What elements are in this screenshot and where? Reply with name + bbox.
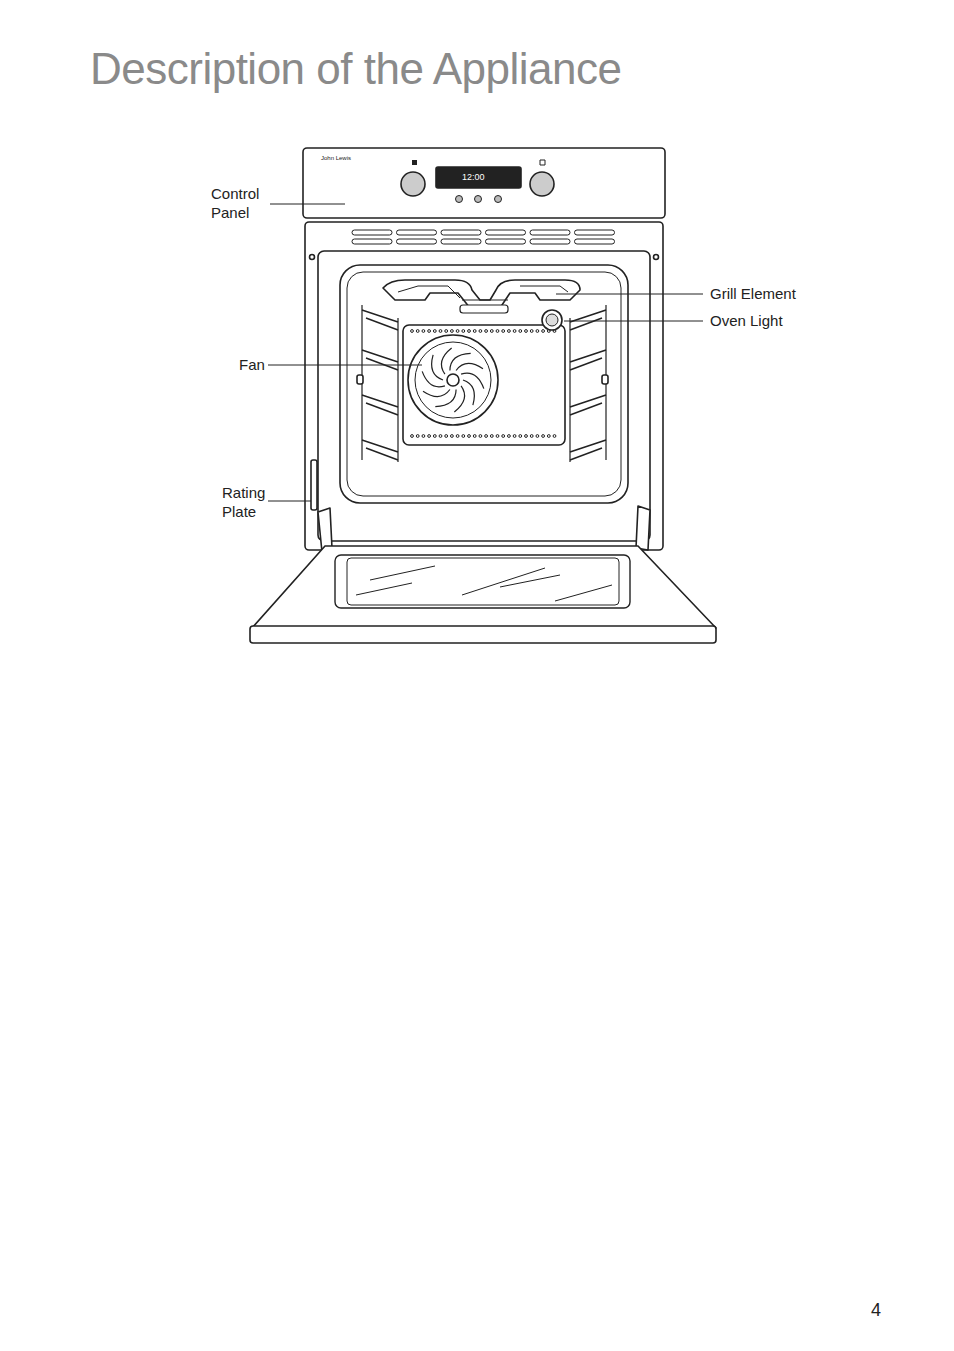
- knob: [530, 172, 554, 196]
- part-label: Oven Light: [710, 311, 783, 330]
- page-number: 4: [871, 1299, 881, 1321]
- leader-line: [268, 204, 703, 501]
- grill-element: [383, 280, 580, 308]
- oven-light: [542, 310, 562, 330]
- symbol: [540, 160, 545, 165]
- fan: [408, 335, 498, 425]
- rating-plate: [311, 460, 317, 510]
- oven-door: [252, 546, 716, 628]
- page-title: Description of the Appliance: [90, 43, 621, 95]
- symbol: [412, 160, 417, 165]
- part-label: Fan: [239, 355, 265, 374]
- part-label: Grill Element: [710, 284, 796, 303]
- oven-body: [305, 222, 663, 550]
- display-time: 12:00: [462, 172, 485, 183]
- part-label: Rating Plate: [222, 483, 268, 521]
- oven-cavity: [340, 265, 628, 503]
- display: [436, 167, 521, 188]
- knob: [401, 172, 425, 196]
- brand-label: John Lewis: [321, 155, 351, 162]
- part-label: Control Panel: [211, 184, 269, 222]
- back-panel: [403, 325, 565, 445]
- control-panel: [303, 148, 665, 218]
